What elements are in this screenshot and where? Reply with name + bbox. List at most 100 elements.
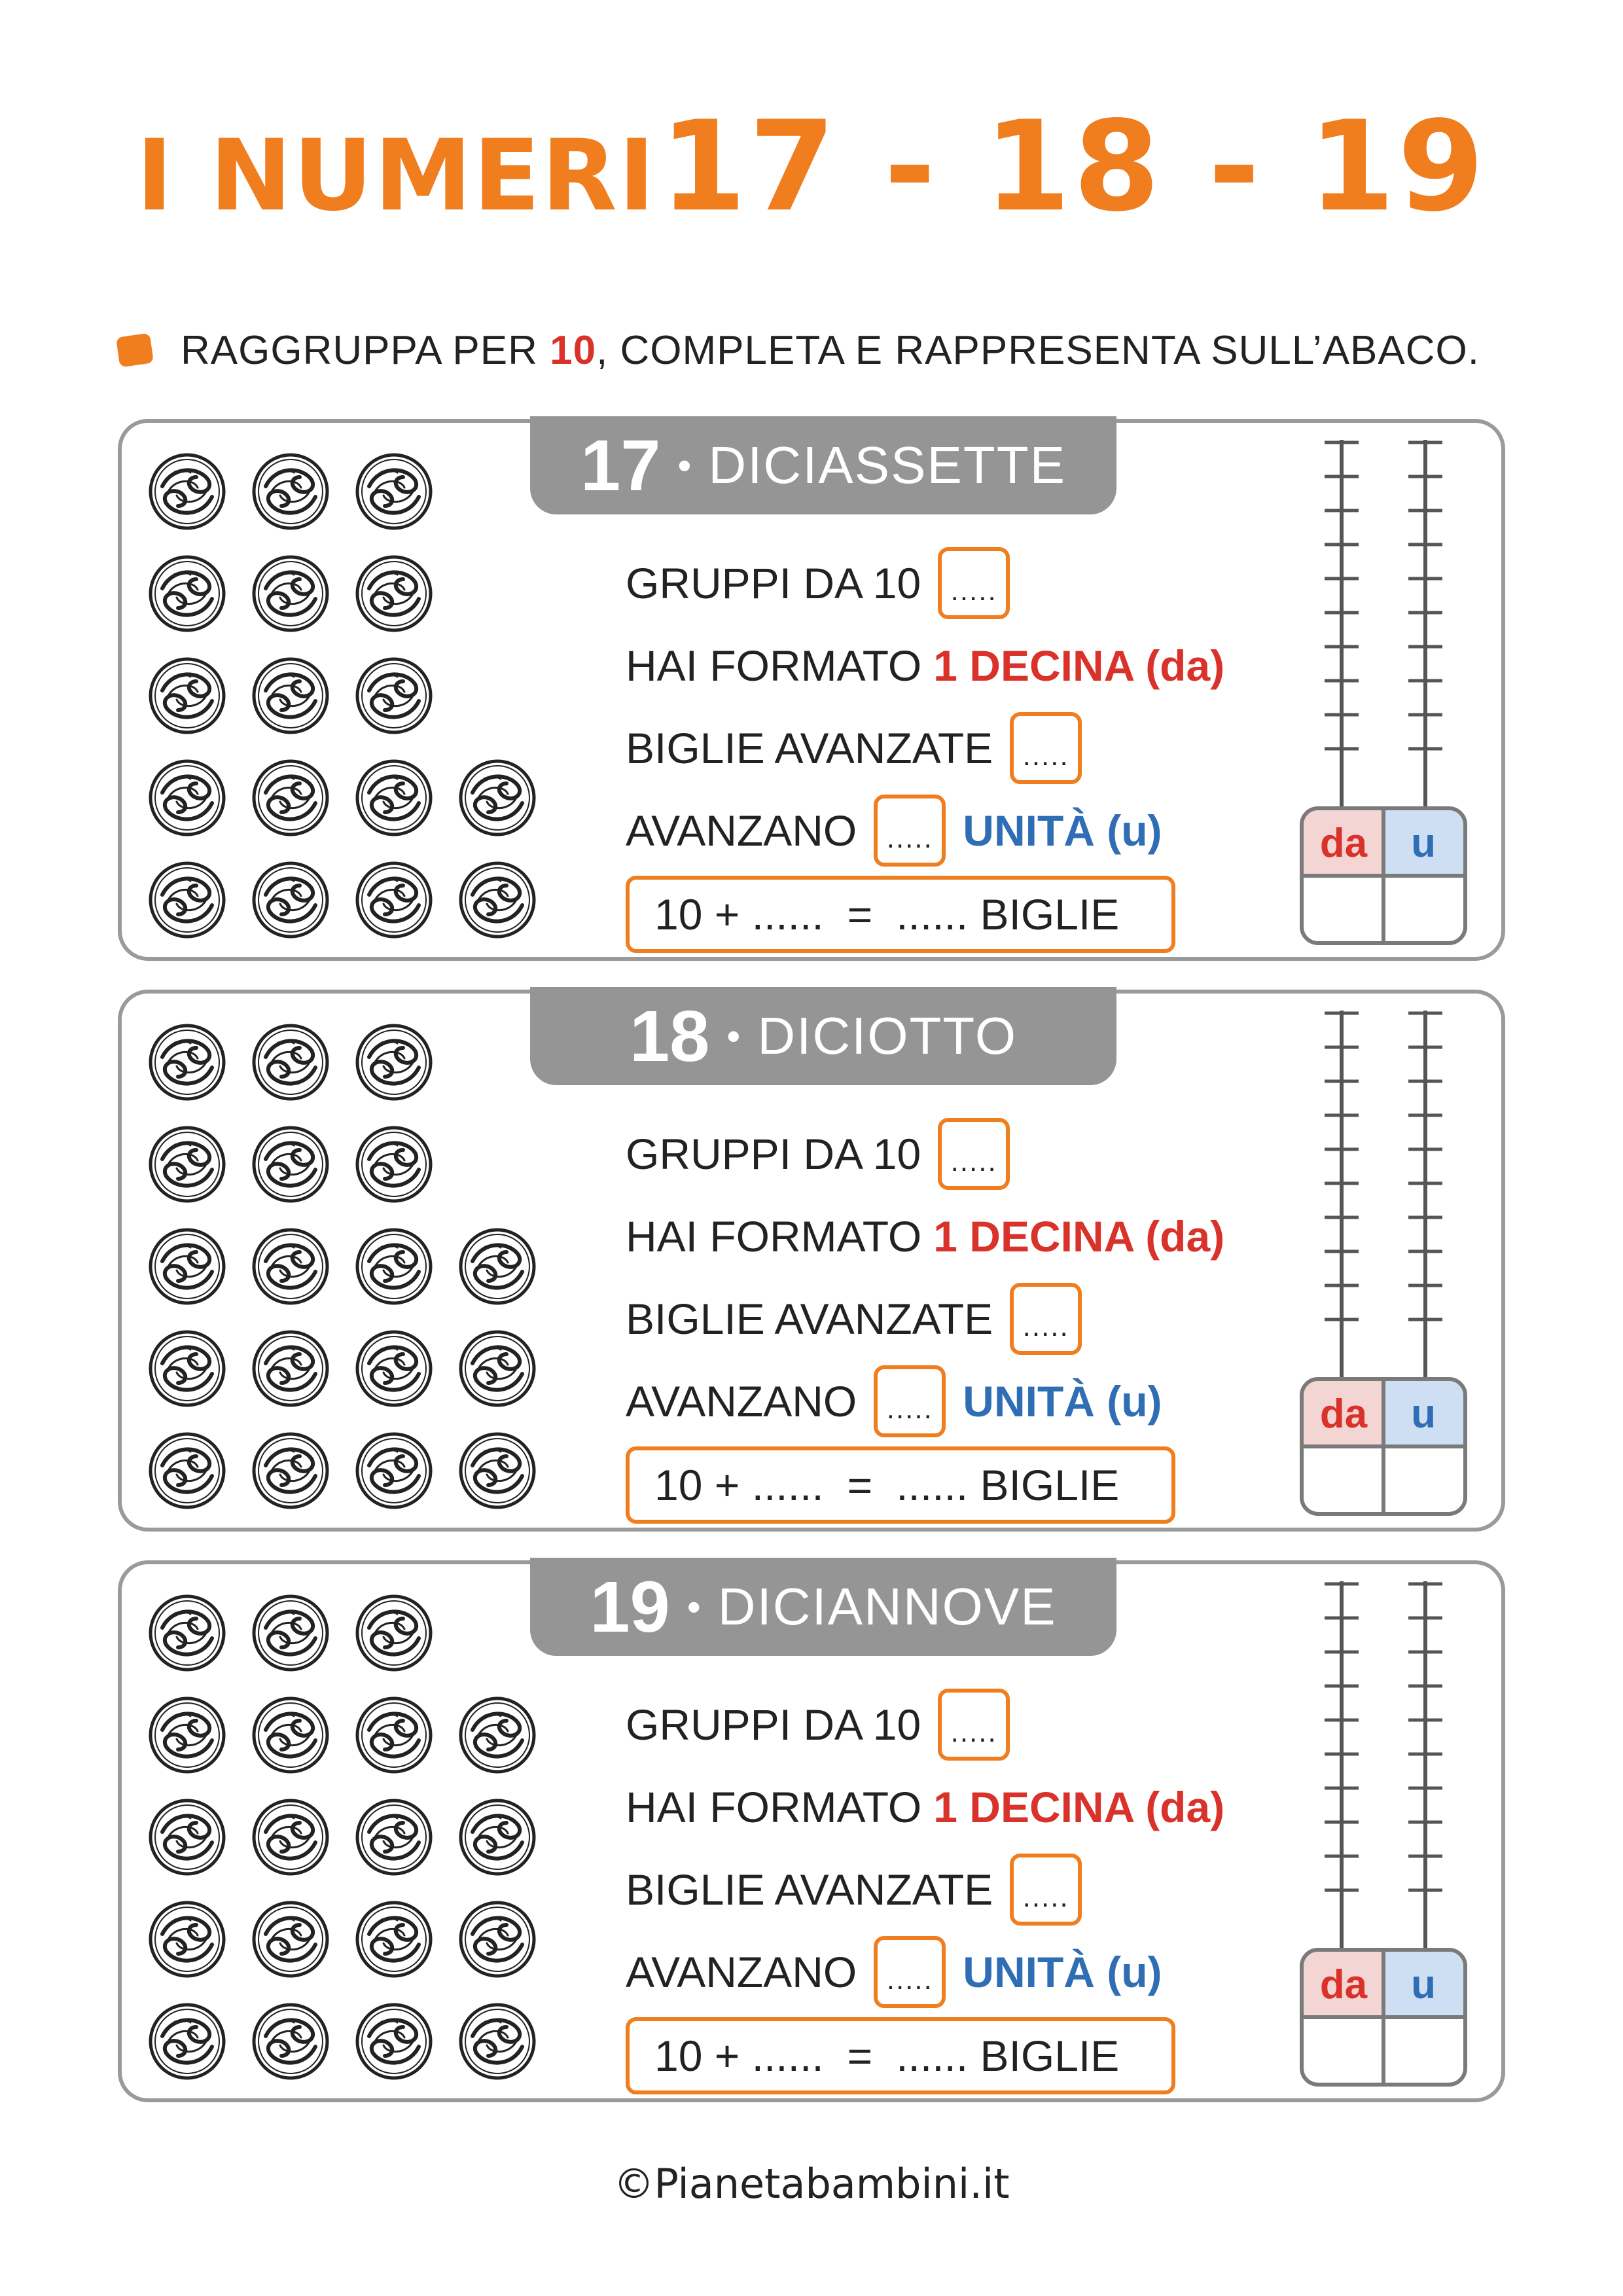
marble-icon	[458, 861, 537, 939]
tens-header: da	[1304, 810, 1383, 876]
row-remain: AVANZANO.....UNITÀ (u)	[626, 788, 1162, 873]
units-cell[interactable]	[1383, 2017, 1463, 2083]
equation-box[interactable]: 10 + ......=...... BIGLIE	[626, 876, 1175, 953]
units-cell[interactable]	[1383, 1446, 1463, 1512]
abacus-rods	[1325, 1581, 1442, 1952]
marble-icon	[148, 1023, 226, 1102]
marble-icon	[458, 1227, 537, 1306]
abacus-rods	[1325, 1011, 1442, 1381]
marble-icon	[355, 759, 433, 837]
instruction-text: RAGGRUPPA PER 10, COMPLETA E RAPPRESENTA…	[181, 327, 1480, 373]
marble-icon	[148, 1594, 226, 1672]
exercise-panel-19: 19 • DICIANNOVE GRUPPI DA 10..... HAI FO…	[118, 1558, 1505, 2102]
marble-icon	[355, 1798, 433, 1876]
exercise-panel-18: 18 • DICIOTTO GRUPPI DA 10..... HAI FORM…	[118, 987, 1505, 1532]
place-value-table: da u	[1300, 1377, 1467, 1516]
answer-box-remain[interactable]: .....	[874, 795, 946, 867]
equation-box[interactable]: 10 + ......=...... BIGLIE	[626, 2017, 1175, 2094]
row-remain: AVANZANO.....UNITÀ (u)	[626, 1929, 1162, 2015]
title-numbers: 17 - 18 - 19	[660, 94, 1487, 239]
marble-icon	[148, 1329, 226, 1408]
exercise-panel-17: 17 • DICIASSETTE GRUPPI DA 10..... HAI F…	[118, 416, 1505, 961]
answer-box-leftover[interactable]: .....	[1010, 712, 1082, 784]
row-remain: AVANZANO.....UNITÀ (u)	[626, 1359, 1162, 1444]
marble-icon	[251, 452, 330, 531]
abacus: da u	[1300, 1577, 1496, 2088]
marble-icon	[251, 1900, 330, 1979]
marble-icon	[355, 1696, 433, 1774]
row-groups: GRUPPI DA 10.....	[626, 1682, 1027, 1767]
marble-icon	[148, 2002, 226, 2081]
marble-icon	[355, 1023, 433, 1102]
marble-icon	[148, 1900, 226, 1979]
marble-icon	[458, 1900, 537, 1979]
panel-word: DICIANNOVE	[717, 1577, 1057, 1636]
marble-icon	[458, 1798, 537, 1876]
answer-box-groups[interactable]: .....	[938, 1118, 1010, 1190]
bullet-separator: •	[687, 1585, 701, 1629]
marble-icon	[355, 1125, 433, 1204]
marble-icon	[251, 861, 330, 939]
tens-cell[interactable]	[1304, 876, 1383, 941]
bullet-separator: •	[677, 443, 692, 488]
row-leftover: BIGLIE AVANZATE.....	[626, 1847, 1099, 1932]
panel-word: DICIASSETTE	[708, 436, 1066, 494]
marble-icon	[355, 861, 433, 939]
page-title: I NUMERI 17 - 18 - 19	[0, 105, 1623, 229]
marble-icon	[148, 1696, 226, 1774]
panel-number: 17	[580, 425, 661, 506]
marble-grid	[148, 1023, 554, 1520]
marble-icon	[458, 2002, 537, 2081]
tens-header: da	[1304, 1381, 1383, 1446]
bullet-separator: •	[726, 1014, 741, 1058]
marble-icon	[355, 2002, 433, 2081]
marble-icon	[355, 452, 433, 531]
marble-icon	[251, 2002, 330, 2081]
marble-icon	[355, 1594, 433, 1672]
marble-icon	[148, 1431, 226, 1510]
place-value-table: da u	[1300, 1948, 1467, 2087]
marble-icon	[251, 1329, 330, 1408]
panel-word: DICIOTTO	[757, 1007, 1018, 1065]
marble-icon	[355, 1900, 433, 1979]
marble-icon	[355, 1329, 433, 1408]
instruction-highlight: 10	[550, 327, 597, 373]
abacus: da u	[1300, 436, 1496, 946]
marble-icon	[148, 759, 226, 837]
marble-icon	[148, 656, 226, 735]
tens-cell[interactable]	[1304, 2017, 1383, 2083]
marble-icon	[251, 1696, 330, 1774]
answer-box-leftover[interactable]: .....	[1010, 1854, 1082, 1926]
marble-icon	[251, 554, 330, 633]
units-header: u	[1383, 1381, 1463, 1446]
tens-cell[interactable]	[1304, 1446, 1383, 1512]
marble-icon	[251, 1125, 330, 1204]
marble-grid	[148, 452, 554, 950]
row-leftover: BIGLIE AVANZATE.....	[626, 1276, 1099, 1361]
answer-box-leftover[interactable]: .....	[1010, 1283, 1082, 1355]
marble-icon	[148, 1227, 226, 1306]
footer-credit: ©Pianetabambini.it	[613, 2160, 1010, 2208]
row-groups: GRUPPI DA 10.....	[626, 1111, 1027, 1196]
marble-icon	[148, 452, 226, 531]
answer-box-groups[interactable]: .....	[938, 547, 1010, 619]
answer-box-remain[interactable]: .....	[874, 1365, 946, 1437]
marble-icon	[355, 656, 433, 735]
marble-grid	[148, 1594, 554, 2091]
tens-header: da	[1304, 1952, 1383, 2017]
answer-box-remain[interactable]: .....	[874, 1936, 946, 2008]
answer-box-groups[interactable]: .....	[938, 1689, 1010, 1761]
marble-icon	[148, 1125, 226, 1204]
units-cell[interactable]	[1383, 876, 1463, 941]
marble-icon	[355, 1431, 433, 1510]
marble-icon	[251, 656, 330, 735]
marble-icon	[251, 1431, 330, 1510]
marble-icon	[251, 1023, 330, 1102]
orange-bullet-icon	[116, 332, 154, 368]
equation-box[interactable]: 10 + ......=...... BIGLIE	[626, 1446, 1175, 1524]
abacus: da u	[1300, 1007, 1496, 1517]
panel-header: 19 • DICIANNOVE	[530, 1558, 1116, 1656]
instruction: RAGGRUPPA PER 10, COMPLETA E RAPPRESENTA…	[116, 324, 1480, 376]
